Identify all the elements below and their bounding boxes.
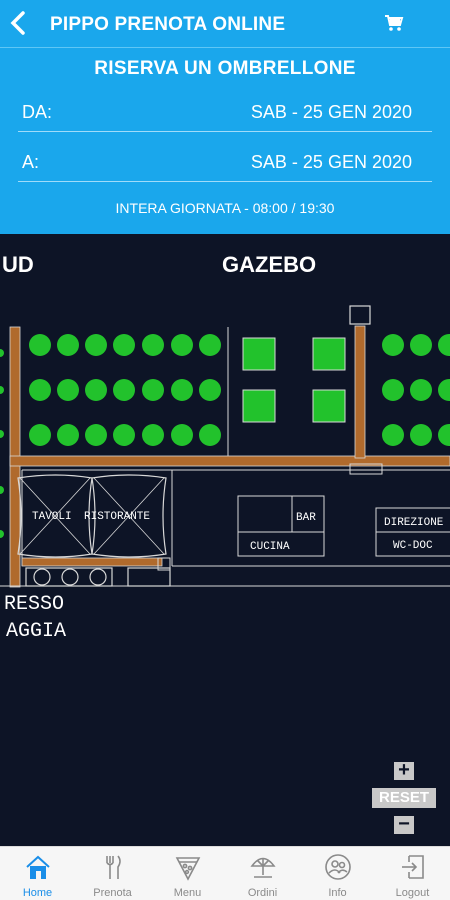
app-header: PIPPO PRENOTA ONLINE bbox=[0, 0, 450, 48]
tab-label-info: Info bbox=[328, 887, 347, 899]
cart-icon[interactable] bbox=[384, 14, 404, 32]
map-label-bar: BAR bbox=[296, 512, 316, 524]
tab-logout[interactable]: Logout bbox=[375, 847, 450, 900]
bottom-tab-bar: Home Prenota Menu Ordini bbox=[0, 846, 450, 900]
map-label-cucina: CUCINA bbox=[250, 541, 290, 553]
umbrella-spot[interactable] bbox=[438, 424, 450, 446]
tab-home[interactable]: Home bbox=[0, 847, 75, 900]
umbrella-spot[interactable] bbox=[57, 334, 79, 356]
date-to-value[interactable]: SAB - 25 GEN 2020 bbox=[250, 152, 412, 172]
umbrella-spot[interactable] bbox=[171, 424, 193, 446]
umbrella-spot[interactable] bbox=[382, 424, 404, 446]
umbrella-spot[interactable] bbox=[171, 379, 193, 401]
bar-kitchen-block bbox=[237, 495, 325, 557]
reservation-title: RISERVA UN OMBRELLONE bbox=[94, 58, 356, 79]
umbrella-spot[interactable] bbox=[113, 379, 135, 401]
map-label-ingresso: RESSO bbox=[4, 593, 64, 616]
time-slot[interactable]: INTERA GIORNATA - 08:00 / 19:30 bbox=[115, 200, 335, 216]
date-from-value[interactable]: SAB - 25 GEN 2020 bbox=[250, 102, 412, 122]
umbrella-spot[interactable] bbox=[199, 334, 221, 356]
map-label-spiaggia: AGGIA bbox=[6, 620, 66, 643]
umbrella-grid-right[interactable] bbox=[382, 334, 450, 446]
map-label-left: UD bbox=[2, 252, 34, 277]
tab-label-logout: Logout bbox=[395, 887, 430, 899]
umbrella-spot[interactable] bbox=[142, 334, 164, 356]
pizza-icon bbox=[175, 857, 201, 881]
reset-button[interactable]: RESET bbox=[372, 788, 436, 808]
tab-label-prenota: Prenota bbox=[93, 887, 132, 899]
umbrella-spot[interactable] bbox=[29, 379, 51, 401]
fork-knife-icon bbox=[106, 855, 121, 879]
gazebo-4[interactable] bbox=[312, 389, 346, 423]
home-icon bbox=[26, 855, 50, 879]
beach-umbrella-icon bbox=[250, 857, 276, 878]
umbrella-spot[interactable] bbox=[199, 379, 221, 401]
reservation-panel: RISERVA UN OMBRELLONE DA: SAB - 25 GEN 2… bbox=[0, 48, 450, 234]
date-from-label: DA: bbox=[22, 102, 53, 122]
umbrella-spot[interactable] bbox=[113, 424, 135, 446]
tab-label-home: Home bbox=[22, 887, 53, 899]
office-block bbox=[375, 507, 450, 557]
umbrella-spot[interactable] bbox=[410, 379, 432, 401]
umbrella-column-partial bbox=[0, 349, 4, 538]
stools bbox=[25, 567, 171, 587]
chevron-left-icon[interactable] bbox=[8, 10, 32, 38]
umbrella-grid-left[interactable] bbox=[29, 334, 221, 446]
gazebo-1[interactable] bbox=[242, 337, 276, 371]
step-box bbox=[157, 557, 171, 571]
walkway-lower bbox=[21, 557, 163, 567]
walkway-right bbox=[354, 325, 366, 459]
date-to-label: A: bbox=[22, 152, 40, 172]
umbrella-spot[interactable] bbox=[142, 379, 164, 401]
app-title: PIPPO PRENOTA ONLINE bbox=[50, 14, 286, 35]
map-label-tavoli: TAVOLI bbox=[32, 511, 72, 523]
umbrella-spot[interactable] bbox=[410, 424, 432, 446]
umbrella-spot[interactable] bbox=[438, 379, 450, 401]
umbrella-spot[interactable] bbox=[410, 334, 432, 356]
map-label-wc: WC-DOC bbox=[393, 540, 433, 552]
walkway-horizontal bbox=[9, 455, 450, 467]
umbrella-spot[interactable] bbox=[438, 334, 450, 356]
restaurant-tables[interactable] bbox=[17, 474, 167, 558]
date-from-row[interactable]: DA: SAB - 25 GEN 2020 bbox=[18, 90, 432, 132]
zoom-in-button[interactable]: + bbox=[394, 760, 414, 780]
tab-menu[interactable]: Menu bbox=[150, 847, 225, 900]
umbrella-spot[interactable] bbox=[29, 424, 51, 446]
tab-ordini[interactable]: Ordini bbox=[225, 847, 300, 900]
zoom-out-button[interactable]: − bbox=[394, 814, 414, 834]
tab-label-ordini: Ordini bbox=[247, 887, 278, 899]
map-label-gazebo: GAZEBO bbox=[222, 252, 316, 277]
map-canvas[interactable]: UD GAZEBO bbox=[0, 234, 450, 846]
tab-prenota[interactable]: Prenota bbox=[75, 847, 150, 900]
date-to-row[interactable]: A: SAB - 25 GEN 2020 bbox=[18, 140, 432, 182]
umbrella-spot[interactable] bbox=[142, 424, 164, 446]
tab-label-menu: Menu bbox=[173, 887, 202, 899]
umbrella-spot[interactable] bbox=[382, 379, 404, 401]
gazebo-group[interactable] bbox=[242, 337, 346, 423]
shower-box bbox=[349, 305, 371, 325]
umbrella-spot[interactable] bbox=[85, 334, 107, 356]
gazebo-2[interactable] bbox=[312, 337, 346, 371]
map-label-ristorante: RISTORANTE bbox=[84, 511, 150, 523]
umbrella-spot[interactable] bbox=[113, 334, 135, 356]
beach-map[interactable]: UD GAZEBO bbox=[0, 234, 450, 846]
tab-info[interactable]: Info bbox=[300, 847, 375, 900]
gazebo-3[interactable] bbox=[242, 389, 276, 423]
umbrella-spot[interactable] bbox=[85, 424, 107, 446]
umbrella-spot[interactable] bbox=[57, 424, 79, 446]
map-label-direzione: DIREZIONE bbox=[384, 517, 444, 529]
umbrella-spot[interactable] bbox=[85, 379, 107, 401]
umbrella-spot[interactable] bbox=[57, 379, 79, 401]
umbrella-spot[interactable] bbox=[199, 424, 221, 446]
umbrella-spot[interactable] bbox=[382, 334, 404, 356]
umbrella-spot[interactable] bbox=[29, 334, 51, 356]
umbrella-spot[interactable] bbox=[171, 334, 193, 356]
logout-icon bbox=[402, 855, 424, 879]
info-people-icon bbox=[325, 854, 351, 880]
